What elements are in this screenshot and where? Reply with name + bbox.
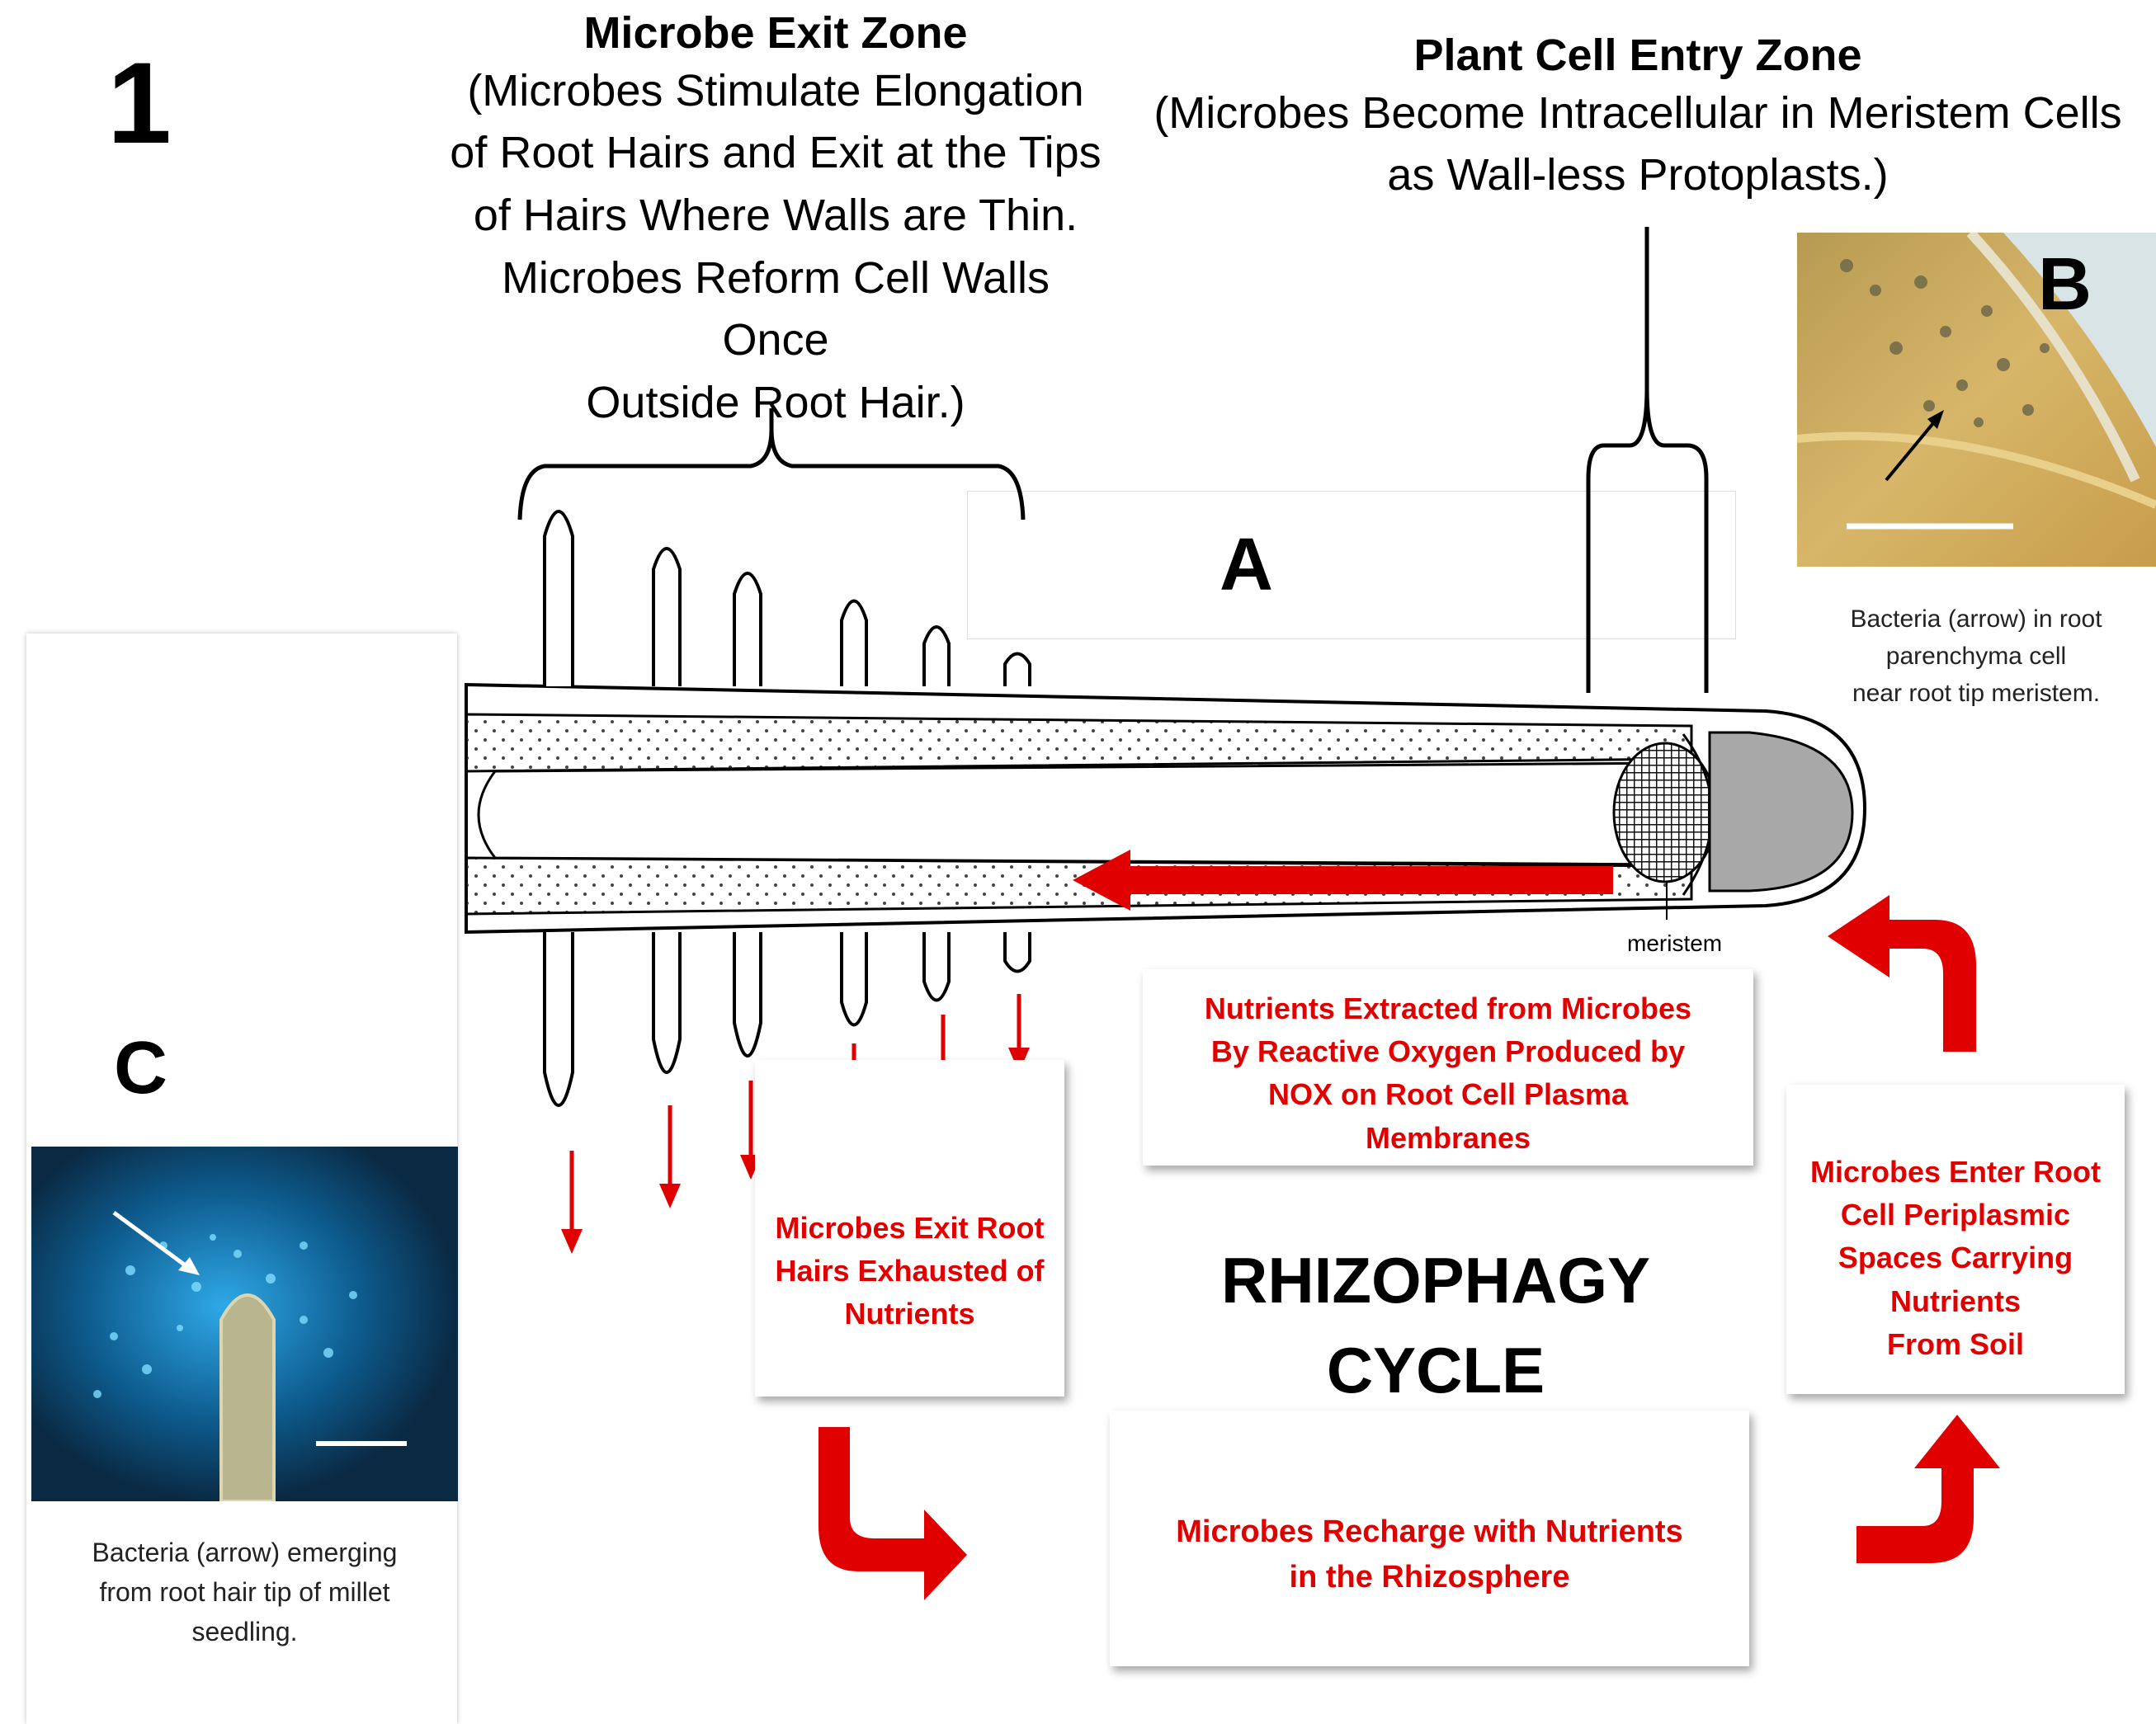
box-line: By Reactive Oxygen Produced by <box>1210 1034 1686 1069</box>
panel-number: 1 <box>107 38 172 167</box>
box-line: Microbes Exit Root <box>775 1211 1045 1245</box>
box-line: Spaces Carrying <box>1838 1241 2073 1275</box>
root-cap <box>1708 731 1854 893</box>
exit-zone-heading: Microbe Exit Zone (Microbes Stimulate El… <box>446 7 1106 434</box>
caption-b-line: parenchyma cell <box>1885 643 2067 670</box>
exit-zone-line: (Microbes Stimulate Elongation <box>467 65 1084 115</box>
microbes-exit-box: Microbes Exit Root Hairs Exhausted of Nu… <box>755 1060 1064 1397</box>
caption-c-line: seedling. <box>191 1617 298 1646</box>
curved-arrow-icon <box>819 895 2000 1600</box>
entry-zone-line: (Microbes Become Intracellular in Merist… <box>1153 87 2122 138</box>
exit-zone-line: of Root Hairs and Exit at the Tips <box>450 128 1102 178</box>
entry-zone-title: Plant Cell Entry Zone <box>1413 31 1862 80</box>
entry-zone-desc: (Microbes Become Intracellular in Merist… <box>1143 82 2133 207</box>
label-a-box <box>967 491 1736 639</box>
exit-zone-title: Microbe Exit Zone <box>583 8 968 58</box>
box-line: Nutrients <box>844 1297 975 1331</box>
caption-b: Bacteria (arrow) in root parenchyma cell… <box>1799 601 2154 712</box>
root-hairs-bottom <box>543 932 1031 1107</box>
left-arrow-icon <box>1073 850 1613 911</box>
recharge-text: Microbes Recharge with Nutrients in the … <box>1110 1510 1749 1600</box>
label-c: C <box>114 1027 167 1109</box>
root-hairs-top <box>543 510 1031 686</box>
panel-c-photo <box>31 1147 458 1501</box>
box-line: in the Rhizosphere <box>1289 1560 1570 1595</box>
label-a: A <box>1220 524 1273 606</box>
vascular-cylinder <box>477 761 1705 866</box>
exit-zone-bracket <box>517 408 1026 520</box>
microbes-enter-text: Microbes Enter Root Cell Periplasmic Spa… <box>1786 1151 2125 1366</box>
entry-zone-bracket <box>1586 227 1709 693</box>
box-line: Membranes <box>1365 1120 1531 1155</box>
recharge-box: Microbes Recharge with Nutrients in the … <box>1110 1411 1749 1666</box>
box-line: From Soil <box>1886 1326 2024 1361</box>
cycle-title: RHIZOPHAGY CYCLE <box>1130 1236 1741 1415</box>
entry-zone-line: as Wall-less Protoplasts.) <box>1387 150 1889 200</box>
cycle-title-line: RHIZOPHAGY <box>1220 1244 1651 1317</box>
nutrients-extracted-box: Nutrients Extracted from Microbes By Rea… <box>1143 969 1753 1166</box>
exit-zone-desc: (Microbes Stimulate Elongation of Root H… <box>446 60 1106 435</box>
microbes-exit-text: Microbes Exit Root Hairs Exhausted of Nu… <box>755 1207 1064 1336</box>
box-line: Nutrients <box>1889 1284 2021 1318</box>
box-line: Microbes Recharge with Nutrients <box>1176 1514 1683 1549</box>
box-line: Nutrients Extracted from Microbes <box>1204 992 1692 1025</box>
caption-c: Bacteria (arrow) emerging from root hair… <box>31 1533 458 1651</box>
microbes-enter-box: Microbes Enter Root Cell Periplasmic Spa… <box>1786 1085 2125 1394</box>
cycle-title-line: CYCLE <box>1326 1334 1545 1407</box>
caption-c-line: from root hair tip of millet <box>99 1577 390 1607</box>
caption-b-line: Bacteria (arrow) in root <box>1850 605 2102 633</box>
caption-c-line: Bacteria (arrow) emerging <box>92 1538 398 1567</box>
box-line: Hairs Exhausted of <box>775 1254 1045 1288</box>
exit-zone-line: of Hairs Where Walls are Thin. <box>473 190 1078 240</box>
nutrients-extracted-text: Nutrients Extracted from Microbes By Rea… <box>1143 987 1753 1160</box>
panel-b-photo <box>1797 233 2156 567</box>
label-b: B <box>2038 243 2092 326</box>
meristem-label: meristem <box>1627 930 1723 956</box>
caption-b-line: near root tip meristem. <box>1852 680 2101 707</box>
exit-zone-line: Outside Root Hair.) <box>586 377 965 427</box>
box-line: Cell Periplasmic <box>1840 1198 2071 1232</box>
box-line: NOX on Root Cell Plasma <box>1267 1077 1629 1112</box>
box-line: Microbes Enter Root <box>1809 1155 2102 1189</box>
entry-zone-heading: Plant Cell Entry Zone (Microbes Become I… <box>1143 29 2133 207</box>
exit-zone-line: Microbes Reform Cell Walls Once <box>501 252 1050 365</box>
